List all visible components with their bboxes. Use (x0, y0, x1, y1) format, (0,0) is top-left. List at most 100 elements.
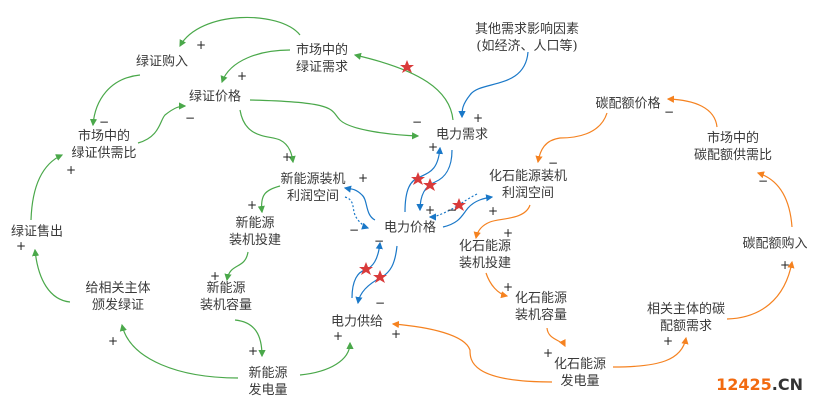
link-purchase-to-ratio (756, 171, 793, 228)
link-generation-to-carbondemand (612, 336, 689, 368)
polarity-plus: + (424, 203, 436, 217)
link-green-demand-to-price (220, 49, 291, 84)
node-other-demand-factors: 其他需求影响因素 (如经济、人口等) (475, 21, 579, 55)
star-icon (400, 60, 414, 73)
polarity-plus: + (357, 171, 369, 185)
star-icon (359, 262, 373, 275)
node-issue-green-cert: 给相关主体 颁发绿证 (85, 280, 150, 314)
polarity-plus: + (779, 258, 791, 272)
link-build-to-capacity (224, 251, 249, 282)
polarity-plus: + (487, 204, 499, 218)
link-price-to-demand (249, 99, 420, 140)
polarity-minus: − (547, 156, 559, 170)
watermark-number: 12425 (716, 375, 772, 394)
polarity-plus: + (246, 198, 258, 212)
label-line: 新能源 (206, 281, 246, 296)
node-fossil-generation: 化石能源 发电量 (554, 356, 606, 390)
label-line: 市场中的 (706, 131, 760, 146)
label-line: 装机投建 (458, 256, 512, 271)
node-power-demand: 电力需求 (435, 127, 489, 143)
node-carbon-price: 碳配额价格 (595, 96, 661, 112)
star-icon (411, 172, 425, 185)
star-icon (452, 198, 466, 211)
label-line: 利润空间 (501, 186, 555, 201)
link-build-to-capacity (485, 272, 509, 299)
polarity-minus: − (373, 234, 385, 248)
node-new-energy-generation: 新能源 发电量 (248, 365, 287, 399)
label-line: 新能源 (235, 216, 275, 231)
link-power-demand-to-green-demand (353, 52, 454, 121)
label-line: 新能源装机 (280, 172, 346, 187)
polarity-plus: + (542, 346, 554, 360)
polarity-plus: + (472, 111, 484, 125)
node-fossil-capacity: 化石能源 装机容量 (515, 290, 567, 324)
link-ratio-to-carbonprice (666, 95, 718, 128)
polarity-plus: + (65, 163, 77, 177)
link-fossilprofit-to-price (428, 193, 478, 221)
node-market-carbon-ratio: 市场中的 碳配额供需比 (694, 130, 772, 164)
watermark-domain: .CN (771, 375, 803, 394)
polarity-minus: − (98, 115, 110, 129)
link-purchase-to-ratio (89, 74, 141, 127)
label-line: 给相关主体 (85, 281, 151, 296)
label-line: (如经济、人口等) (476, 39, 578, 54)
link-capacity-to-generation (546, 327, 566, 348)
label-line: 其他需求影响因素 (474, 22, 580, 37)
label-line: 发电量 (560, 374, 600, 389)
star-icon (373, 270, 387, 283)
node-green-cert-sale: 绿证售出 (10, 224, 64, 240)
link-capacity-to-generation (234, 319, 266, 358)
link-carbondemand-to-purchase (726, 260, 795, 320)
link-carbonprice-to-fossilprofit (535, 112, 608, 164)
polarity-minus: − (184, 111, 196, 125)
polarity-plus: + (427, 140, 439, 154)
node-carbon-purchase: 碳配额购入 (742, 236, 808, 252)
label-line: 化石能源 (514, 291, 568, 306)
label-line: 化石能源 (553, 357, 607, 372)
label-line: 新能源 (248, 366, 288, 381)
polarity-plus: + (502, 226, 514, 240)
node-green-cert-purchase: 绿证购入 (135, 54, 189, 70)
link-issue-to-sale (32, 248, 71, 303)
link-other-factors-to-demand (458, 51, 529, 119)
label-line: 市场中的 (77, 129, 131, 144)
polarity-minus: − (446, 203, 458, 217)
node-market-green-cert-ratio: 市场中的 绿证供需比 (71, 128, 136, 162)
link-generation-to-issue (119, 323, 239, 379)
node-power-supply: 电力供给 (330, 314, 384, 330)
link-generation-to-supply (299, 341, 354, 376)
link-ratio-to-price (137, 102, 187, 144)
node-carbon-demand: 相关主体的碳 配额需求 (647, 301, 725, 335)
label-line: 相关主体的碳 (646, 302, 726, 317)
label-line: 化石能源 (458, 239, 512, 254)
link-newprofit-to-build (257, 185, 281, 214)
link-demand-to-price (416, 149, 453, 212)
node-market-green-cert-demand: 市场中的 绿证需求 (296, 42, 348, 76)
node-new-energy-profit: 新能源装机 利润空间 (280, 171, 345, 205)
polarity-minus: − (374, 296, 386, 310)
label-line: 配额需求 (659, 319, 713, 334)
polarity-plus: + (390, 327, 402, 341)
node-green-cert-price: 绿证价格 (188, 89, 242, 105)
polarity-plus: + (15, 239, 27, 253)
label-line: 碳配额供需比 (693, 148, 773, 163)
label-line: 装机投建 (228, 233, 282, 248)
star-markers (359, 60, 466, 283)
polarity-plus: + (502, 280, 514, 294)
link-fossilprofit-to-build (473, 204, 531, 240)
polarity-plus: + (236, 69, 248, 83)
link-price-to-fossilprofit (442, 194, 494, 228)
link-generation-to-supply (391, 320, 553, 383)
polarity-minus: − (348, 223, 360, 237)
polarity-plus: + (209, 269, 221, 283)
link-price-to-newprofit (343, 185, 376, 221)
label-line: 利润空间 (286, 189, 340, 204)
node-new-energy-capacity: 新能源 装机容量 (200, 280, 252, 314)
label-line: 颁发绿证 (91, 298, 145, 313)
link-sale-to-ratio (30, 154, 64, 221)
link-green-demand-to-purchase (179, 16, 301, 48)
label-line: 绿证需求 (295, 60, 349, 75)
polarity-plus: + (195, 38, 207, 52)
label-line: 化石能源装机 (488, 169, 568, 184)
